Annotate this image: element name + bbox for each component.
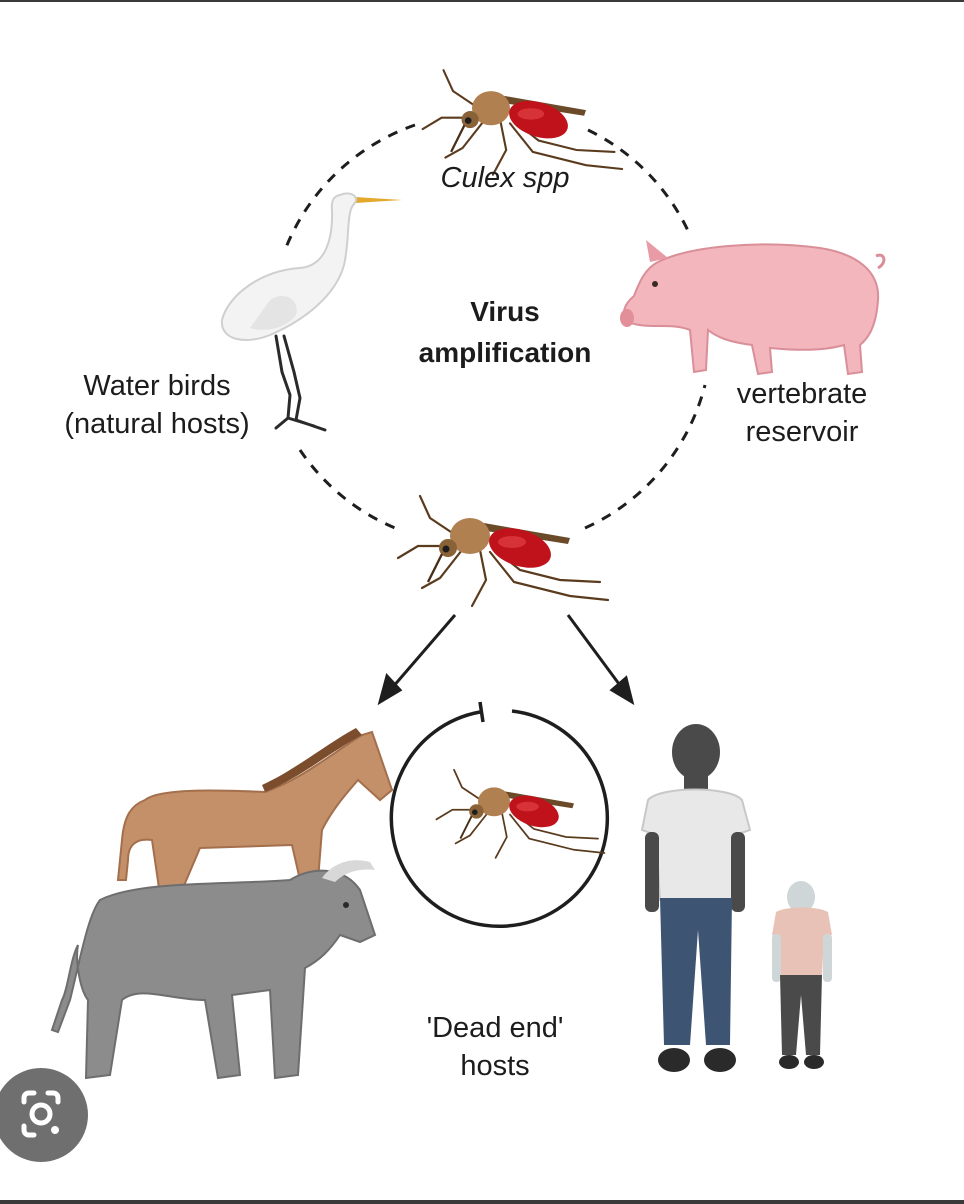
- google-lens-icon: [21, 1090, 61, 1138]
- center-label: Virus amplification: [390, 292, 620, 373]
- top-border: [0, 0, 964, 2]
- reservoir-label-line2: reservoir: [745, 415, 859, 448]
- birds-label-line2: (natural hosts): [64, 407, 250, 440]
- birds-label-line1: Water birds: [83, 370, 231, 402]
- dead-end-label-line2: hosts: [460, 1049, 530, 1082]
- center-label-line2: amplification: [418, 336, 592, 368]
- birds-label: Water birds (natural hosts): [42, 368, 272, 443]
- human-child-icon: [772, 881, 832, 1069]
- dead-end-label-line1: 'Dead end': [426, 1012, 564, 1044]
- horse-icon: [116, 728, 394, 896]
- vector-label: Culex spp: [440, 162, 570, 194]
- reservoir-label: vertebrate reservoir: [712, 376, 892, 451]
- egret-icon: [220, 192, 402, 432]
- human-adult-icon: [640, 724, 752, 1072]
- dead-end-cycle: [389, 701, 610, 929]
- mosquito-icon: [396, 494, 610, 608]
- mosquito-icon: [435, 768, 606, 859]
- cow-icon: [50, 860, 377, 1080]
- reservoir-label-line1: vertebrate: [736, 378, 868, 410]
- dead-end-label: 'Dead end' hosts: [400, 1010, 590, 1085]
- transmission-arrows: [377, 614, 635, 706]
- lens-search-button[interactable]: [0, 1068, 88, 1162]
- center-label-line1: Virus: [470, 296, 540, 327]
- bottom-border: [0, 1200, 964, 1204]
- pig-icon: [620, 240, 886, 376]
- amplification-cycle: [283, 123, 707, 530]
